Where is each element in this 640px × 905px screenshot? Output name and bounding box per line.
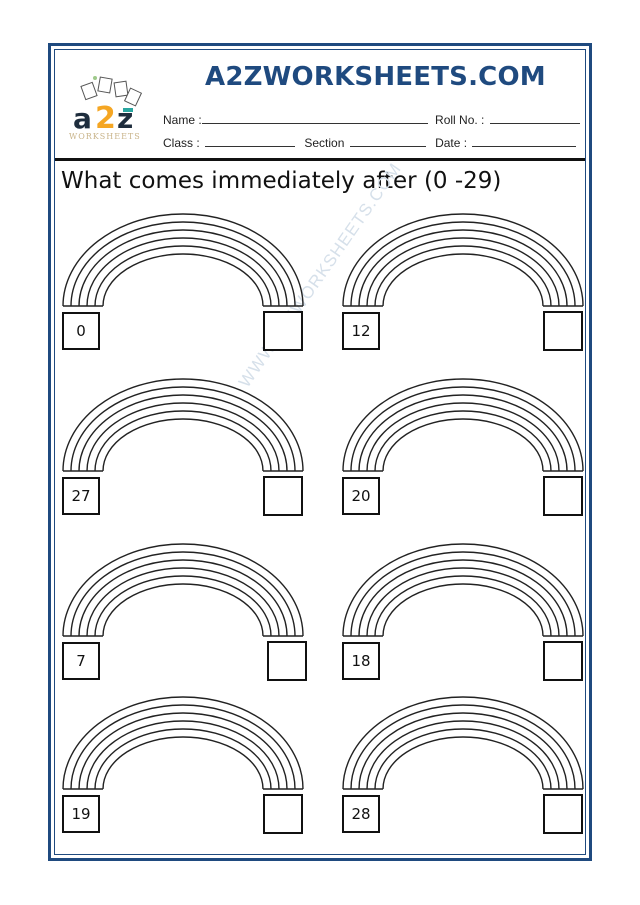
rainbow-icon	[342, 213, 584, 307]
rainbow-icon	[62, 213, 304, 307]
roll-label: Roll No. :	[435, 113, 485, 127]
class-section-date-row: Class : Section Date :	[163, 135, 577, 150]
name-field[interactable]	[201, 112, 428, 124]
instruction-heading: What comes immediately after (0 -29)	[61, 168, 502, 194]
worksheet-border: a 2 z WORKSHEETS A2ZWORKSHEETS.COM Name …	[48, 43, 592, 861]
a2z-logo: a 2 z WORKSHEETS	[65, 72, 153, 146]
answer-box[interactable]	[267, 641, 307, 681]
class-field[interactable]	[205, 135, 296, 147]
exercise-card-4: 20	[341, 375, 585, 516]
worksheet-page: a 2 z WORKSHEETS A2ZWORKSHEETS.COM Name …	[54, 49, 586, 855]
given-number-box: 0	[62, 312, 100, 350]
exercise-card-6: 18	[341, 540, 585, 681]
given-number-box: 20	[342, 477, 380, 515]
roll-field[interactable]	[489, 112, 580, 124]
exercise-card-1: 0	[61, 210, 305, 351]
site-title: A2ZWORKSHEETS.COM	[205, 62, 546, 92]
answer-box[interactable]	[263, 476, 303, 516]
rainbow-icon	[342, 543, 584, 637]
section-field[interactable]	[349, 135, 426, 147]
exercise-card-3: 27	[61, 375, 305, 516]
given-number-box: 19	[62, 795, 100, 833]
date-label: Date :	[435, 136, 468, 150]
rainbow-icon	[62, 378, 304, 472]
exercise-card-7: 19	[61, 693, 305, 834]
rainbow-icon	[62, 543, 304, 637]
svg-text:2: 2	[95, 101, 116, 136]
logo-papers-icon: a 2 z	[73, 76, 143, 136]
given-number-box: 27	[62, 477, 100, 515]
logo-caption: WORKSHEETS	[69, 132, 141, 141]
rainbow-icon	[342, 696, 584, 790]
given-number-box: 18	[342, 642, 380, 680]
svg-text:a: a	[73, 102, 92, 135]
worksheet-header: a 2 z WORKSHEETS A2ZWORKSHEETS.COM Name …	[55, 50, 585, 161]
given-number-box: 28	[342, 795, 380, 833]
answer-box[interactable]	[543, 311, 583, 351]
rainbow-icon	[62, 696, 304, 790]
given-number-box: 12	[342, 312, 380, 350]
given-number-box: 7	[62, 642, 100, 680]
exercise-card-5: 7	[61, 540, 307, 681]
answer-box[interactable]	[263, 311, 303, 351]
answer-box[interactable]	[543, 794, 583, 834]
name-label: Name :	[163, 113, 202, 127]
name-roll-row: Name : Roll No. :	[163, 112, 580, 127]
svg-text:z: z	[117, 102, 133, 135]
answer-box[interactable]	[543, 476, 583, 516]
answer-box[interactable]	[543, 641, 583, 681]
section-label: Section	[304, 136, 345, 150]
rainbow-icon	[342, 378, 584, 472]
exercise-card-2: 12	[341, 210, 585, 351]
exercise-card-8: 28	[341, 693, 585, 834]
answer-box[interactable]	[263, 794, 303, 834]
date-field[interactable]	[472, 135, 577, 147]
class-label: Class :	[163, 136, 200, 150]
